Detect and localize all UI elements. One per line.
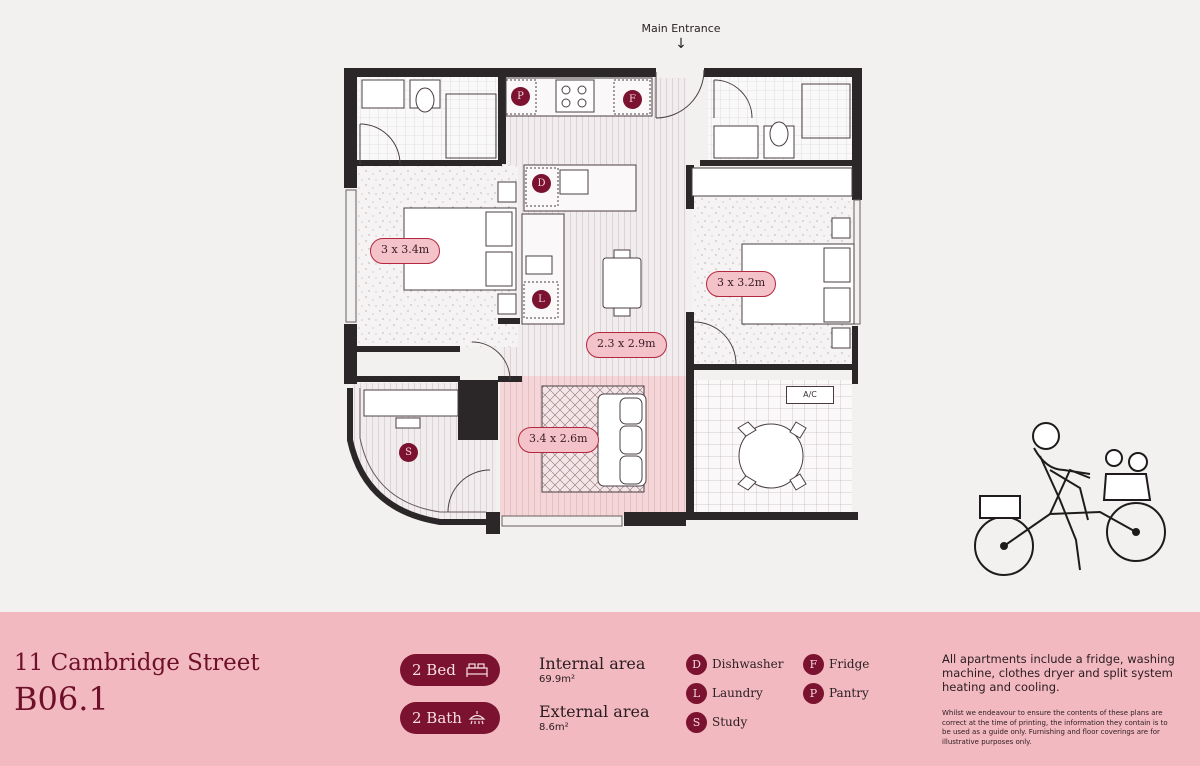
main-entrance-label: Main Entrance ↓ <box>626 22 736 51</box>
external-area-value: 8.6m² <box>539 722 569 733</box>
kitchen-dimension: 2.3 x 2.9m <box>586 332 667 358</box>
internal-area-value: 69.9m² <box>539 674 576 685</box>
floor-plan-drawing <box>344 68 1166 576</box>
inclusions-note: All apartments include a fridge, washing… <box>942 652 1175 694</box>
bed-count-pill: 2 Bed <box>400 654 500 686</box>
legend-text-pantry: Pantry <box>829 686 869 700</box>
walls <box>344 68 862 534</box>
down-arrow-icon: ↓ <box>675 36 687 52</box>
legend-text-laundry: Laundry <box>712 686 763 700</box>
study-badge: S <box>399 443 418 462</box>
pantry-badge: P <box>511 87 530 106</box>
external-area-label: External area <box>539 702 650 721</box>
disclaimer-note: Whilst we endeavour to ensure the conten… <box>942 709 1168 746</box>
legend-badge-dishwasher: D <box>686 654 707 675</box>
cyclist-illustration <box>974 422 1166 576</box>
unit-number: B06.1 <box>14 680 109 718</box>
fridge-badge: F <box>623 90 642 109</box>
legend-text-study: Study <box>712 715 748 729</box>
legend-badge-laundry: L <box>686 683 707 704</box>
living-dimension: 3.4 x 2.6m <box>518 427 599 453</box>
bed-icon <box>466 663 488 677</box>
bedroom-2-dimension: 3 x 3.2m <box>706 271 777 297</box>
legend-badge-fridge: F <box>803 654 824 675</box>
legend-badge-pantry: P <box>803 683 824 704</box>
bath-count-label: 2 Bath <box>412 709 462 727</box>
dishwasher-badge: D <box>532 174 551 193</box>
ac-unit-label: A/C <box>786 386 834 404</box>
laundry-badge: L <box>532 290 551 309</box>
shower-icon <box>468 711 486 725</box>
legend-text-dishwasher: Dishwasher <box>712 657 784 671</box>
internal-area-label: Internal area <box>539 654 646 673</box>
street-address: 11 Cambridge Street <box>14 650 260 676</box>
bed-count-label: 2 Bed <box>412 661 456 679</box>
info-footer <box>0 612 1200 766</box>
legend-text-fridge: Fridge <box>829 657 870 671</box>
main-entrance-text: Main Entrance <box>641 22 721 35</box>
bath-count-pill: 2 Bath <box>400 702 500 734</box>
legend-badge-study: S <box>686 712 707 733</box>
bedroom-1-dimension: 3 x 3.4m <box>370 238 441 264</box>
floor-plan: Main Entrance ↓ 3 x 3.4m 3 x 3.2m 2.3 x … <box>344 22 1166 576</box>
